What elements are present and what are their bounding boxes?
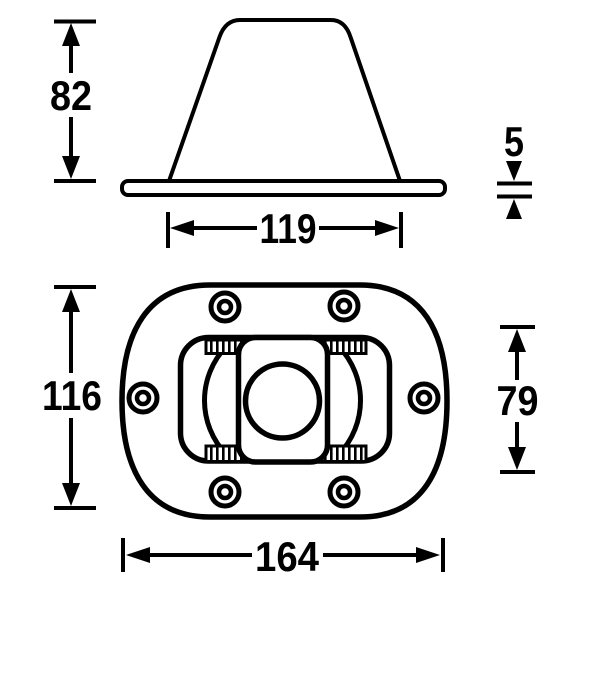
dim-width-119: 119 [166, 205, 403, 252]
cone-profile [166, 18, 403, 183]
dim-height-79: 79 [497, 325, 539, 474]
dim-thickness-5: 5 [497, 118, 532, 219]
dim-82-arrow-up-icon [62, 23, 80, 46]
screw-hole-top-left [208, 290, 242, 324]
dim-79-arrow-down-icon [508, 447, 526, 470]
dim-164-arrow-left-icon [126, 547, 150, 563]
dim-82-arrow-down-icon [62, 156, 80, 179]
dim-width-164: 164 [121, 533, 445, 580]
dim-116-arrow-down-icon [62, 483, 80, 506]
dim-5-arrow-up-icon [506, 199, 522, 219]
dim-height-82: 82 [50, 19, 96, 183]
base-plate [120, 179, 447, 197]
dim-116-label: 116 [42, 372, 102, 419]
screw-hole-top-right [327, 289, 361, 323]
dim-164-arrow-right-icon [416, 547, 440, 563]
screw-hole-bottom-right [327, 475, 361, 509]
dim-79-label: 79 [497, 377, 539, 424]
plan-view: 116 79 164 [42, 282, 539, 580]
dim-82-label: 82 [50, 72, 92, 119]
dim-5-arrow-down-icon [506, 161, 522, 181]
screw-holes [126, 289, 441, 509]
screw-hole-mid-left [126, 381, 160, 415]
dim-79-arrow-up-icon [508, 329, 526, 352]
dim-119-arrow-right-icon [375, 220, 399, 236]
dim-119-arrow-left-icon [170, 220, 194, 236]
dim-119-label: 119 [260, 205, 317, 252]
screw-hole-mid-right [407, 381, 441, 415]
dim-116-arrow-up-icon [62, 289, 80, 312]
center-bore [242, 361, 323, 441]
dim-164-label: 164 [255, 533, 320, 580]
screw-hole-bottom-left [208, 475, 242, 509]
dim-height-116: 116 [42, 285, 102, 510]
dim-5-label: 5 [504, 118, 524, 165]
side-view: 82 5 119 [50, 18, 532, 252]
